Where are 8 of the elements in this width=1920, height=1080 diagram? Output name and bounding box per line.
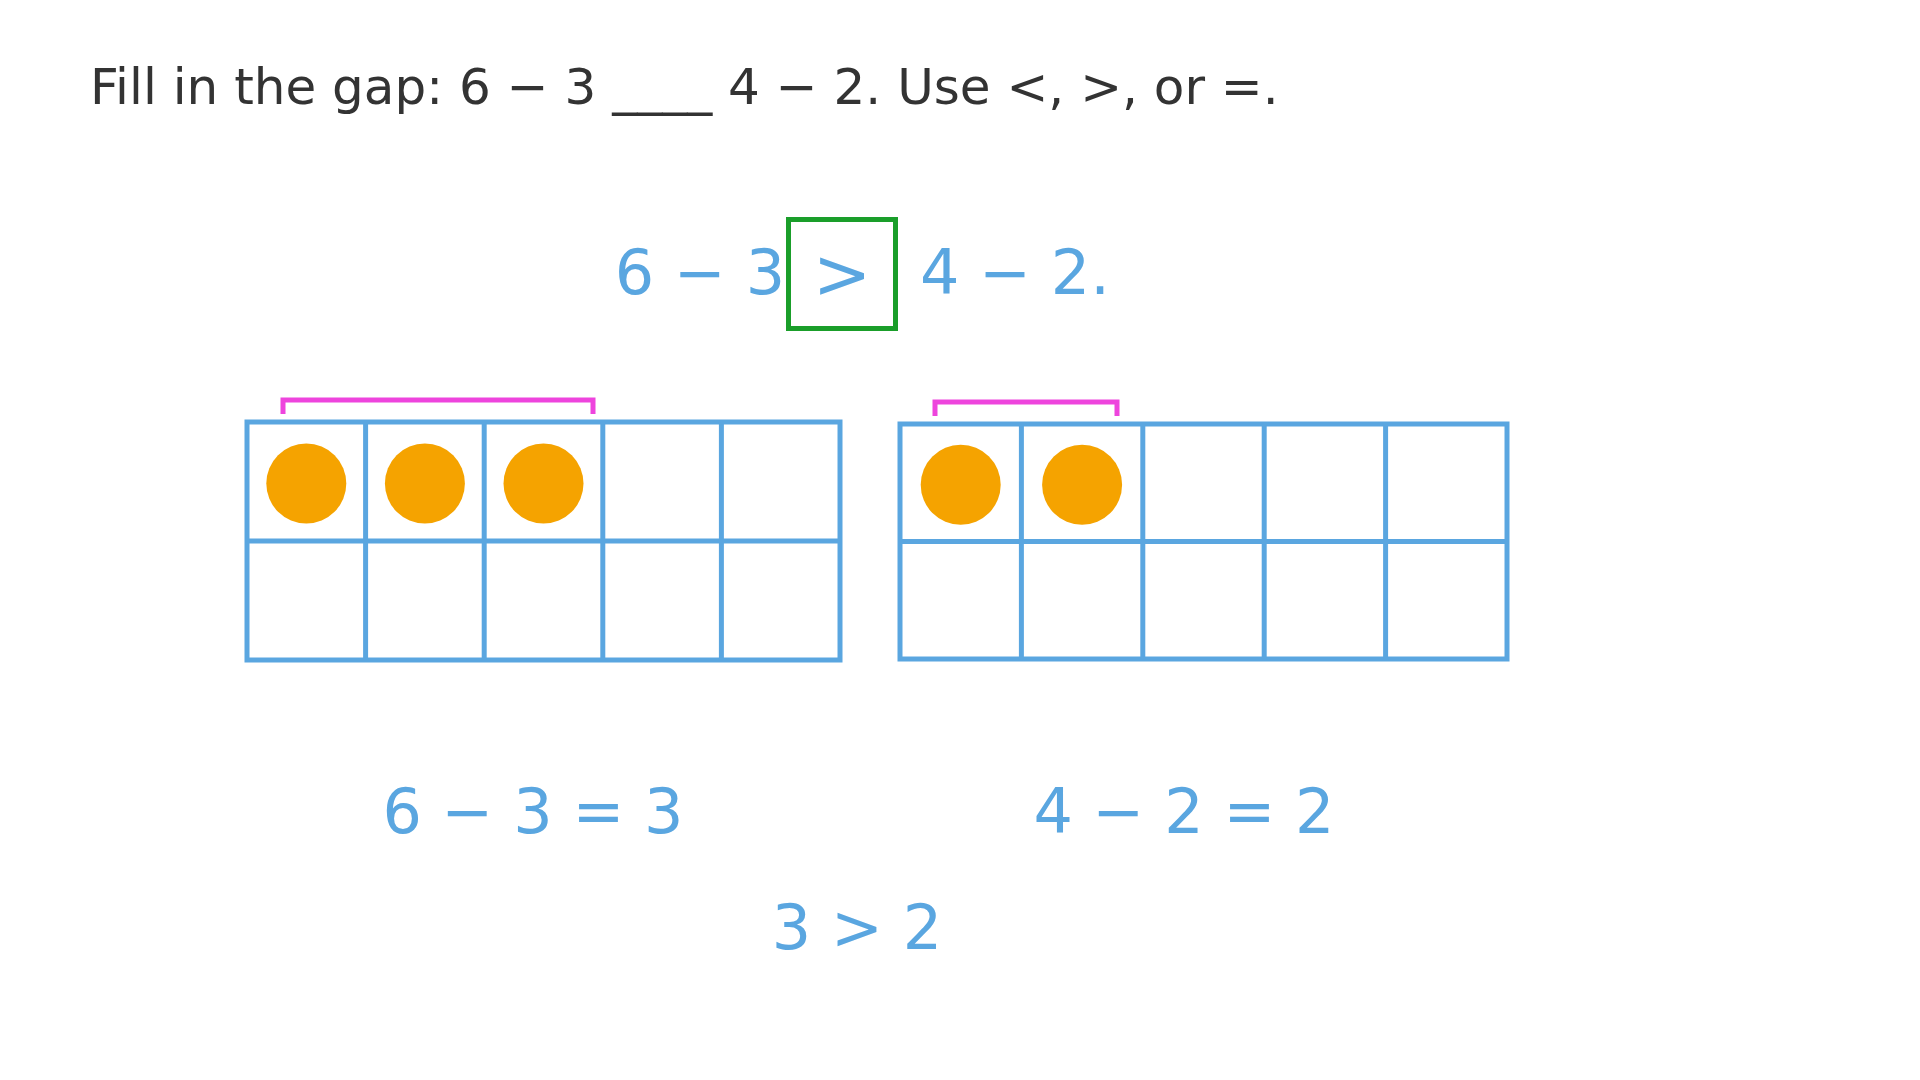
comparison-sign: > bbox=[812, 233, 872, 315]
answer-box bbox=[786, 217, 898, 331]
math-expression: 6 − 3 = 3 bbox=[382, 774, 684, 848]
question-text: Fill in the gap: 6 − 3 ____ 4 − 2. Use <, >, or =. bbox=[90, 58, 1279, 116]
math-expression: 3 > 2 bbox=[771, 890, 943, 964]
math-expression: 4 − 2. bbox=[920, 235, 1110, 309]
math-expression: 4 − 2 = 2 bbox=[1033, 774, 1335, 848]
math-expression: 6 − 3 bbox=[614, 235, 786, 309]
